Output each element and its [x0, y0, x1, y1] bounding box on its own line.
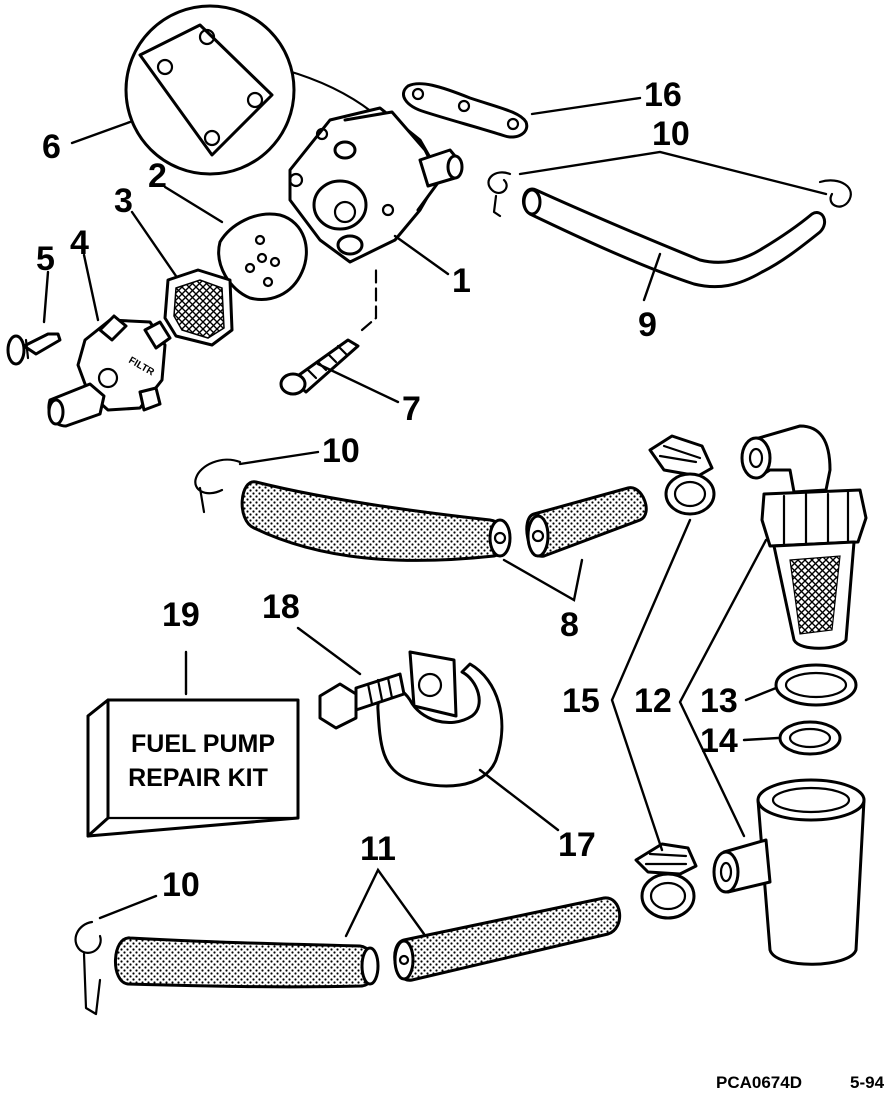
callout-7: 7 [402, 390, 421, 428]
hose-clip-right [818, 179, 852, 208]
bracket-bolt [318, 672, 406, 730]
filter-gasket [778, 720, 842, 756]
drawing-code: PCA0674D [716, 1073, 802, 1092]
fuel-hose-bottom-left [114, 936, 380, 989]
callout-2: 2 [148, 157, 167, 195]
fuel-hose-bottom-right [393, 896, 622, 982]
cover-screw [6, 332, 62, 366]
callout-3: 3 [114, 182, 133, 220]
filter-o-ring [774, 663, 858, 707]
leader-lines [42, 96, 828, 938]
clamp-bracket [376, 650, 504, 788]
callout-10-middle: 10 [322, 432, 360, 470]
diaphragm [217, 212, 308, 301]
fuel-pump-body [288, 106, 464, 264]
hose-clamp-lower [634, 842, 698, 920]
hose-clamp-upper [648, 434, 716, 516]
filter-elbow-cap [740, 424, 868, 548]
callout-10-top: 10 [652, 115, 690, 153]
hose-clip-bottom [74, 920, 102, 1016]
repair-kit-box [86, 698, 300, 838]
pump-cover: FILTR [47, 314, 172, 428]
pump-mounting-screw [279, 266, 378, 396]
callout-5: 5 [36, 240, 55, 278]
filter-screen [163, 268, 234, 347]
callout-4: 4 [70, 224, 89, 262]
callout-9: 9 [638, 306, 657, 344]
kit-box-line2: REPAIR KIT [128, 764, 268, 792]
hose-clip-left [487, 171, 512, 218]
fuel-hose-short [525, 486, 648, 558]
filter-bowl [712, 778, 866, 966]
gasket-detail-circle [124, 4, 374, 176]
callout-11: 11 [360, 830, 396, 868]
callout-14: 14 [700, 722, 738, 760]
callout-8: 8 [560, 606, 579, 644]
filter-element [772, 540, 856, 650]
callout-15: 15 [562, 682, 600, 720]
gasket-plate [402, 82, 529, 139]
kit-box-line1: FUEL PUMP [131, 730, 275, 758]
callout-13: 13 [700, 682, 738, 720]
callout-6: 6 [42, 128, 61, 166]
formed-fuel-hose [521, 187, 826, 289]
callout-1: 1 [452, 262, 471, 300]
callout-19: 19 [162, 596, 200, 634]
callout-16: 16 [644, 76, 682, 114]
drawing-date: 5-94 [850, 1073, 885, 1092]
callout-18: 18 [262, 588, 300, 626]
hose-clip-middle [194, 458, 242, 514]
fuel-hose-long [240, 480, 512, 562]
callout-10-bottom: 10 [162, 866, 200, 904]
callout-17: 17 [558, 826, 596, 864]
callout-12: 12 [634, 682, 672, 720]
